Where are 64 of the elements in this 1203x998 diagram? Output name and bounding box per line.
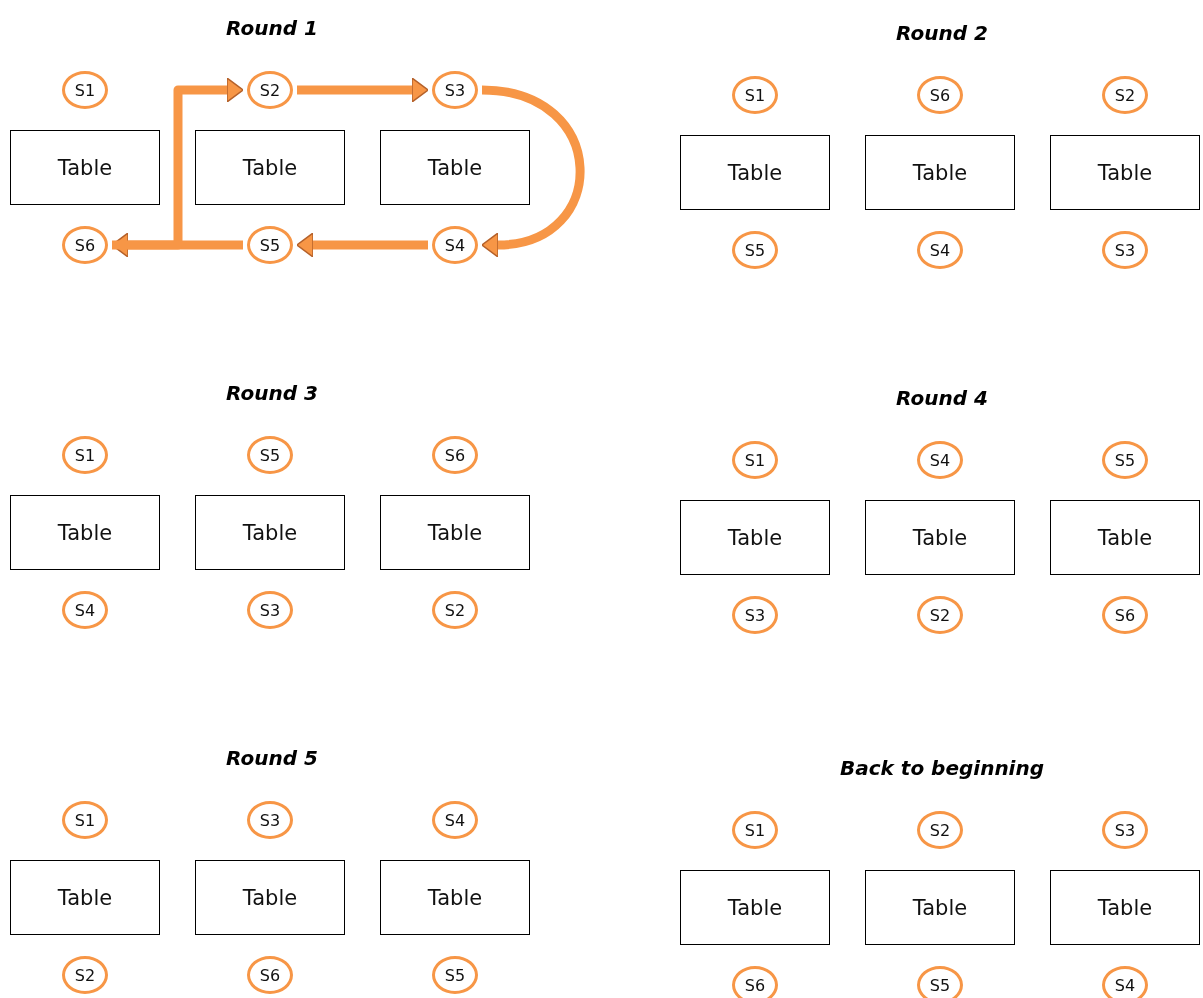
table-box: Table: [680, 135, 830, 210]
seat-marker: S4: [62, 591, 108, 629]
round-heading: Round 5: [226, 746, 318, 770]
seat-marker: S2: [62, 956, 108, 994]
table-box: Table: [195, 495, 345, 570]
seat-marker: S6: [432, 436, 478, 474]
table-box: Table: [1050, 500, 1200, 575]
seat-marker: S2: [432, 591, 478, 629]
seat-marker: S3: [1102, 811, 1148, 849]
seat-marker: S2: [917, 596, 963, 634]
table-box: Table: [10, 495, 160, 570]
seat-marker: S1: [732, 76, 778, 114]
seat-marker: S4: [432, 226, 478, 264]
table-box: Table: [380, 860, 530, 935]
table-box: Table: [680, 870, 830, 945]
seat-marker: S4: [917, 441, 963, 479]
seat-marker: S3: [1102, 231, 1148, 269]
seat-marker: S1: [732, 811, 778, 849]
seat-marker: S1: [62, 436, 108, 474]
round-heading: Back to beginning: [839, 756, 1045, 780]
table-box: Table: [1050, 135, 1200, 210]
seat-marker: S2: [1102, 76, 1148, 114]
seat-marker: S3: [732, 596, 778, 634]
round-heading: Round 1: [226, 16, 318, 40]
table-box: Table: [680, 500, 830, 575]
table-box: Table: [10, 860, 160, 935]
seat-marker: S6: [732, 966, 778, 998]
seat-marker: S5: [732, 231, 778, 269]
table-box: Table: [865, 500, 1015, 575]
seat-marker: S2: [247, 71, 293, 109]
seat-marker: S5: [432, 956, 478, 994]
arrow: [112, 77, 244, 250]
arrow: [481, 85, 585, 258]
seat-marker: S5: [247, 436, 293, 474]
table-box: Table: [1050, 870, 1200, 945]
seat-marker: S3: [432, 71, 478, 109]
arrow: [296, 232, 428, 258]
seat-marker: S3: [247, 801, 293, 839]
table-box: Table: [865, 135, 1015, 210]
round-heading: Round 4: [896, 386, 988, 410]
seat-marker: S6: [62, 226, 108, 264]
table-box: Table: [195, 860, 345, 935]
seat-marker: S4: [1102, 966, 1148, 998]
seat-marker: S6: [917, 76, 963, 114]
table-box: Table: [10, 130, 160, 205]
round-heading: Round 2: [896, 21, 988, 45]
arrow: [297, 77, 429, 103]
round-heading: Round 3: [226, 381, 318, 405]
seat-marker: S1: [62, 71, 108, 109]
seat-marker: S4: [432, 801, 478, 839]
seat-marker: S5: [917, 966, 963, 998]
seat-marker: S2: [917, 811, 963, 849]
table-box: Table: [195, 130, 345, 205]
seat-marker: S4: [917, 231, 963, 269]
seat-marker: S6: [247, 956, 293, 994]
seat-marker: S1: [732, 441, 778, 479]
table-box: Table: [380, 495, 530, 570]
seat-marker: S5: [247, 226, 293, 264]
table-box: Table: [380, 130, 530, 205]
table-box: Table: [865, 870, 1015, 945]
seat-marker: S3: [247, 591, 293, 629]
seat-marker: S5: [1102, 441, 1148, 479]
seat-marker: S6: [1102, 596, 1148, 634]
seat-marker: S1: [62, 801, 108, 839]
